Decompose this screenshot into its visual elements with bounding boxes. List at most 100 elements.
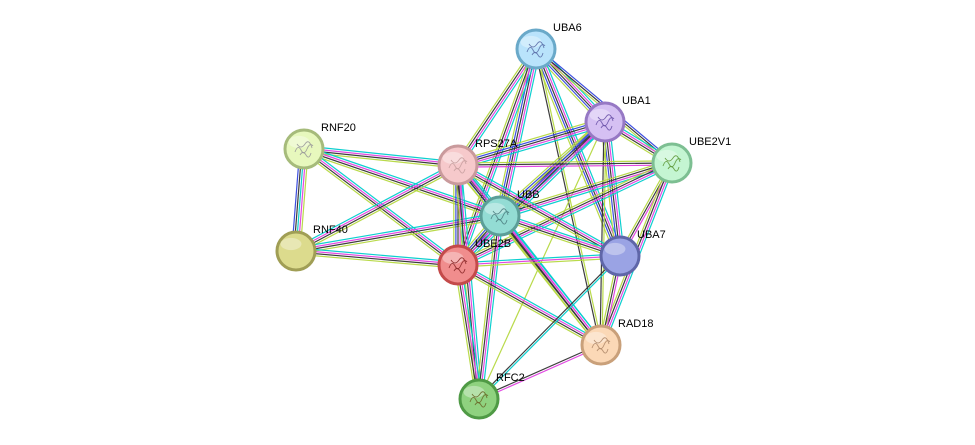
node-label: RFC2 [496, 372, 525, 384]
edge-evidence-line [498, 159, 672, 214]
edge-rad18-rfc2[interactable] [478, 343, 602, 401]
edge-evidence-line [457, 265, 601, 347]
protein-structure-icon [294, 141, 314, 158]
edge-evidence-line [457, 119, 605, 164]
node-rnf20[interactable]: RNF20 [283, 122, 356, 170]
node-label: UBE2V1 [689, 136, 731, 148]
edge-evidence-line [501, 49, 539, 217]
edge-uba6-rad18[interactable] [534, 48, 603, 346]
node-label: UBA1 [622, 95, 651, 107]
edge-ubb-rad18[interactable] [497, 213, 604, 348]
edge-uba6-rps27a[interactable] [454, 46, 540, 168]
edge-evidence-line [304, 147, 501, 216]
edge-evidence-line [457, 121, 606, 266]
node-circle[interactable] [437, 244, 479, 286]
edge-rnf20-ubb[interactable] [302, 145, 502, 220]
edge-evidence-line [481, 216, 504, 400]
node-circle[interactable] [275, 230, 317, 272]
edge-evidence-line [495, 47, 533, 216]
node-uba1[interactable]: UBA1 [584, 95, 651, 143]
edge-evidence-line [458, 163, 673, 267]
edge-evidence-line [304, 145, 459, 163]
edge-ubb-rfc2[interactable] [475, 215, 504, 400]
edge-evidence-line [301, 151, 457, 268]
edge-evidence-line [302, 151, 500, 220]
edge-evidence-line [458, 163, 621, 256]
edge-evidence-line [498, 218, 620, 260]
node-circle[interactable] [458, 378, 500, 420]
node-circle[interactable] [584, 101, 626, 143]
protein-structure-icon [662, 155, 682, 172]
edge-evidence-line [456, 117, 604, 162]
node-label: UBA6 [553, 22, 582, 34]
protein-structure-icon [526, 41, 546, 58]
node-circle[interactable] [283, 128, 325, 170]
node-circle[interactable] [580, 324, 622, 366]
edge-ube2b-uba7[interactable] [457, 253, 621, 268]
edge-evidence-line [296, 165, 459, 253]
edges-layer [291, 45, 676, 401]
edge-ube2b-rfc2[interactable] [454, 264, 483, 400]
node-ube2b[interactable]: UBE2B [437, 238, 511, 286]
node-ubb[interactable]: UBB [479, 189, 540, 237]
edge-ubb-uba7[interactable] [498, 212, 622, 260]
node-rnf40[interactable]: RNF40 [275, 224, 348, 272]
edge-evidence-line [304, 145, 502, 214]
edge-evidence-line [500, 214, 621, 256]
edge-ube2v1-rps27a[interactable] [457, 160, 673, 168]
node-circle[interactable] [515, 28, 557, 70]
edge-evidence-line [457, 253, 620, 264]
edge-uba1-ube2b[interactable] [454, 118, 609, 269]
edge-evidence-line [499, 216, 620, 258]
edge-evidence-line [296, 249, 459, 265]
edge-evidence-line [297, 167, 460, 255]
edge-evidence-line [460, 264, 483, 399]
edge-evidence-line [454, 47, 534, 265]
edge-evidence-line [454, 46, 534, 164]
edge-rnf40-ube2b[interactable] [295, 247, 459, 269]
node-ube2v1[interactable]: UBE2V1 [651, 136, 731, 184]
edge-uba7-rfc2[interactable] [477, 254, 622, 401]
node-label: UBB [517, 189, 540, 201]
edge-rnf40-rps27a[interactable] [294, 161, 460, 255]
edge-evidence-line [459, 261, 603, 343]
edge-evidence-line [456, 267, 600, 349]
edge-evidence-line [475, 215, 498, 399]
node-label: RAD18 [618, 318, 653, 330]
edge-evidence-line [599, 121, 605, 346]
node-circle[interactable] [437, 144, 479, 186]
node-circle[interactable] [599, 235, 641, 277]
edge-evidence-line [534, 49, 601, 346]
edge-uba1-rad18[interactable] [599, 121, 607, 346]
edge-uba1-rps27a[interactable] [456, 117, 607, 170]
node-rps27a[interactable]: RPS27A [437, 138, 518, 186]
edge-evidence-line [497, 217, 599, 348]
edge-evidence-line [456, 159, 671, 263]
node-highlight [604, 242, 626, 256]
edge-evidence-line [500, 212, 622, 254]
protein-structure-icon [490, 208, 510, 225]
edge-ube2b-rad18[interactable] [456, 261, 603, 349]
edge-evidence-line [457, 165, 620, 258]
node-circle[interactable] [651, 142, 693, 184]
node-rad18[interactable]: RAD18 [580, 318, 653, 366]
edge-evidence-line [303, 149, 500, 218]
protein-structure-icon [469, 391, 489, 408]
edge-evidence-line [457, 255, 621, 266]
edge-evidence-line [479, 216, 502, 400]
node-label: UBA7 [637, 229, 666, 241]
node-uba7[interactable]: UBA7 [599, 229, 666, 277]
edge-evidence-line [458, 49, 538, 166]
edge-evidence-line [304, 147, 459, 165]
node-circle[interactable] [479, 195, 521, 237]
node-uba6[interactable]: UBA6 [515, 22, 582, 70]
edge-evidence-line [305, 146, 461, 263]
edge-evidence-line [459, 123, 607, 267]
edge-evidence-line [503, 49, 541, 218]
node-rfc2[interactable]: RFC2 [458, 372, 525, 420]
edge-evidence-line [479, 256, 622, 401]
edge-evidence-line [500, 123, 607, 219]
edge-evidence-line [536, 48, 603, 345]
